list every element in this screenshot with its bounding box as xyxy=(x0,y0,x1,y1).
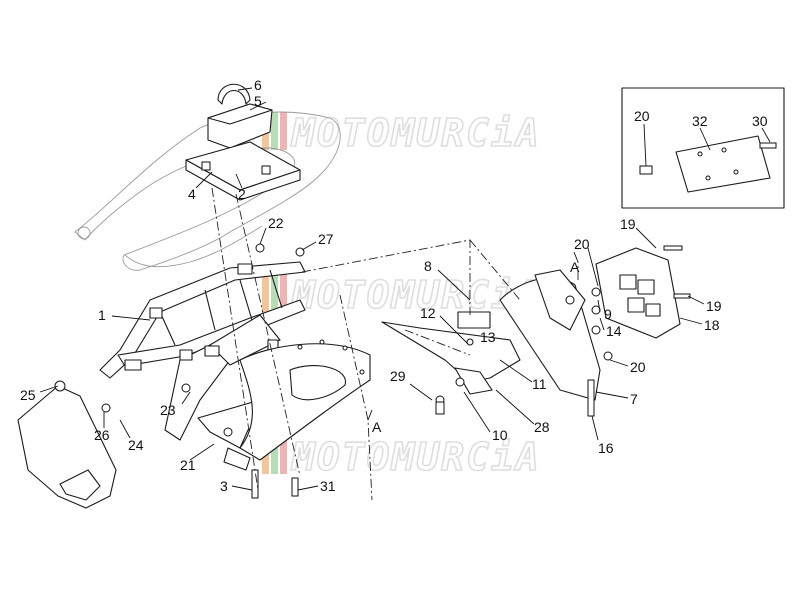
watermark-stripe xyxy=(271,274,278,312)
battery-assembly xyxy=(185,83,301,201)
section-marker-a: A xyxy=(570,259,580,275)
side-cover-left-inner xyxy=(59,469,101,501)
callout-11: 11 xyxy=(532,376,547,392)
callout-28: 28 xyxy=(534,419,550,435)
fasteners xyxy=(54,243,691,499)
watermark-stripe xyxy=(280,274,287,312)
callout-20b: 20 xyxy=(630,359,646,375)
callout-20a: 20 xyxy=(574,236,590,252)
rear-subframe xyxy=(99,261,306,441)
watermark-1: MOTOMURCiA xyxy=(262,110,541,156)
callout-25: 25 xyxy=(20,387,36,403)
watermark-text: MOTOMURCiA xyxy=(290,111,541,155)
watermark-group: MOTOMURCiA MOTOMURCiA MOTOMURCiA xyxy=(262,110,541,480)
plate-reflector xyxy=(675,135,771,193)
watermark-stripe xyxy=(262,274,269,312)
inset-screw xyxy=(759,142,777,149)
section-marker-a: A xyxy=(372,419,382,435)
inset-nut xyxy=(639,165,653,175)
watermark-stripe xyxy=(271,112,278,150)
callout-3: 3 xyxy=(220,478,228,494)
callout-2: 2 xyxy=(238,186,246,202)
callout-8: 8 xyxy=(424,258,432,274)
callout-19a: 19 xyxy=(620,216,636,232)
section-arrow xyxy=(573,251,579,263)
watermark-2: MOTOMURCiA xyxy=(262,272,541,318)
callout-13: 13 xyxy=(480,329,496,345)
watermark-3: MOTOMURCiA xyxy=(262,434,541,480)
lower-bracket-tab xyxy=(223,447,251,471)
callout-21: 21 xyxy=(180,457,196,473)
assembly-lines xyxy=(211,187,579,501)
watermark-text: MOTOMURCiA xyxy=(290,273,541,317)
callout-18: 18 xyxy=(704,317,720,333)
section-arrow xyxy=(367,409,373,421)
watermark-stripe xyxy=(271,436,278,474)
callout-1: 1 xyxy=(98,307,106,323)
callout-31: 31 xyxy=(320,478,336,494)
tray-clip xyxy=(201,161,211,171)
callout-30: 30 xyxy=(752,113,768,129)
callout-16: 16 xyxy=(598,440,614,456)
callout-22: 22 xyxy=(268,215,284,231)
callout-14: 14 xyxy=(606,323,622,339)
callout-19b: 19 xyxy=(706,298,722,314)
callout-29: 29 xyxy=(390,368,406,384)
plate-bracket xyxy=(595,247,681,339)
leader-lines xyxy=(39,87,771,491)
watermark-stripe xyxy=(280,436,287,474)
callout-6: 6 xyxy=(254,77,262,93)
tail-undertray xyxy=(239,339,371,461)
watermark-text: MOTOMURCiA xyxy=(290,435,541,479)
rear-fender xyxy=(499,269,601,401)
battery-top xyxy=(207,103,273,125)
callout-9: 9 xyxy=(604,306,612,322)
callout-20c: 20 xyxy=(634,108,650,124)
callout-23: 23 xyxy=(160,402,176,418)
watermark-stripe xyxy=(280,112,287,150)
callout-7: 7 xyxy=(630,391,638,407)
tray-clip xyxy=(261,165,271,175)
callout-5: 5 xyxy=(254,93,262,109)
callout-12: 12 xyxy=(420,305,436,321)
callout-4: 4 xyxy=(188,186,196,202)
callout-10: 10 xyxy=(492,427,508,443)
callout-26: 26 xyxy=(94,427,110,443)
plate-holder-arm xyxy=(381,311,521,395)
callout-27: 27 xyxy=(318,231,334,247)
battery-strap xyxy=(217,83,251,105)
callout-32: 32 xyxy=(692,113,708,129)
battery-tray-wall xyxy=(185,159,301,201)
inset-plate-detail xyxy=(621,87,785,209)
callout-labels: 6 5 4 2 22 27 8 1 12 25 23 26 24 21 3 31… xyxy=(20,77,768,494)
callout-24: 24 xyxy=(128,437,144,453)
